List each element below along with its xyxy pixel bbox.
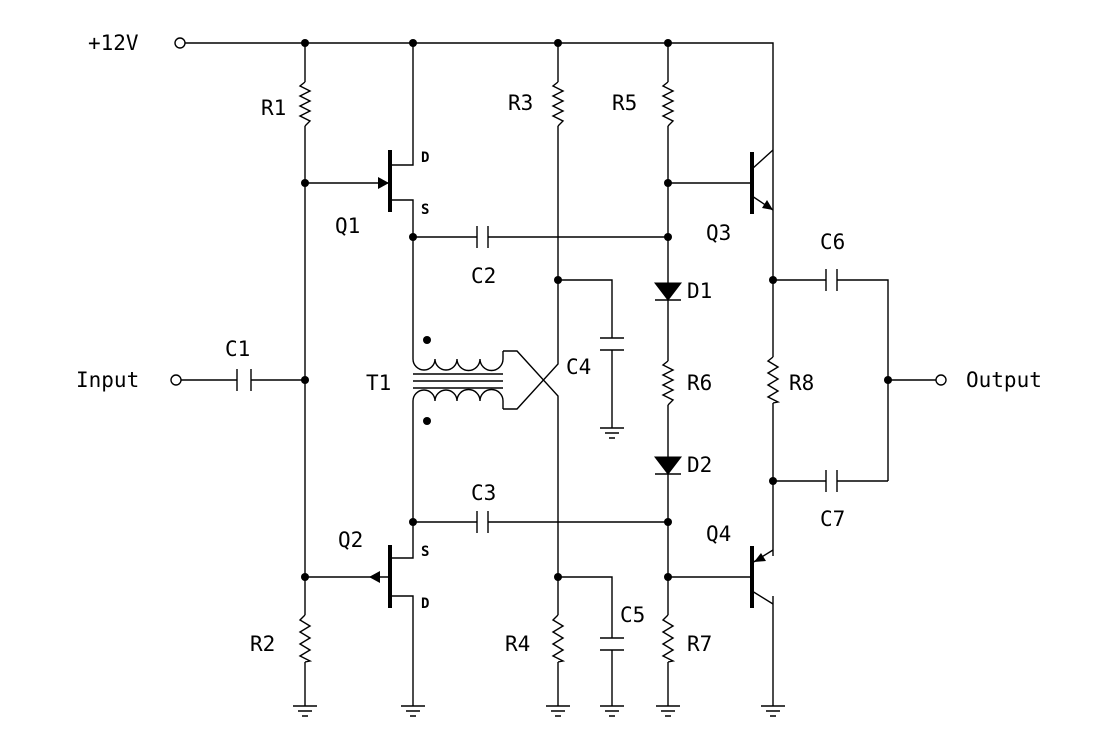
resistor-r1 <box>298 81 312 127</box>
label-r4: R4 <box>505 632 530 656</box>
resistor-r2 <box>298 614 313 663</box>
output-label: Output <box>966 368 1042 392</box>
label-q3: Q3 <box>706 221 731 245</box>
label-t1: T1 <box>366 371 391 395</box>
input-label: Input <box>76 368 139 392</box>
transistor-q2 <box>369 545 392 608</box>
capacitor-c3 <box>476 511 489 533</box>
capacitor-c6 <box>825 269 838 291</box>
resistor-r8 <box>766 356 781 404</box>
transformer-t1 <box>412 336 504 425</box>
q2-drain-pin: D <box>421 596 429 612</box>
diode-d2 <box>653 456 683 475</box>
label-r2: R2 <box>250 632 275 656</box>
transistor-q1 <box>378 150 392 212</box>
resistor-r4 <box>551 614 566 663</box>
transistor-q4 <box>750 546 774 608</box>
diode-d1 <box>653 282 683 301</box>
label-q4: Q4 <box>706 522 731 546</box>
label-r6: R6 <box>687 371 712 395</box>
q1-drain-pin: D <box>421 150 429 166</box>
capacitor-c5 <box>600 637 624 651</box>
capacitor-c1 <box>236 369 252 391</box>
label-r5: R5 <box>612 91 637 115</box>
supply-label: +12V <box>88 31 139 55</box>
label-r3: R3 <box>508 91 533 115</box>
input-terminal <box>170 374 182 386</box>
label-c2: C2 <box>471 264 496 288</box>
label-q2: Q2 <box>338 528 363 552</box>
wires <box>181 42 936 706</box>
label-c6: C6 <box>820 230 845 254</box>
ground-symbols <box>293 427 785 717</box>
resistor-r5 <box>661 81 675 127</box>
supply-terminal <box>174 37 186 49</box>
label-c1: C1 <box>225 337 250 361</box>
labels: +12V Input Output R1 R2 R3 R4 R5 R6 R7 R… <box>76 31 1042 656</box>
label-c7: C7 <box>820 507 845 531</box>
q1-source-pin: S <box>421 202 429 218</box>
label-r1: R1 <box>261 96 286 120</box>
capacitor-c2 <box>476 226 489 248</box>
label-r7: R7 <box>687 632 712 656</box>
resistor-r3 <box>551 81 565 127</box>
label-c4: C4 <box>566 355 591 379</box>
resistor-r6 <box>661 360 675 406</box>
capacitor-c7 <box>825 470 838 492</box>
junction-dots <box>301 39 892 581</box>
label-c3: C3 <box>471 481 496 505</box>
capacitor-c4 <box>600 337 624 351</box>
label-r8: R8 <box>789 371 814 395</box>
output-terminal <box>935 374 947 386</box>
label-d1: D1 <box>687 279 712 303</box>
label-q1: Q1 <box>335 214 360 238</box>
label-c5: C5 <box>620 603 645 627</box>
transistor-q3 <box>750 149 774 214</box>
label-d2: D2 <box>687 453 712 477</box>
resistor-r7 <box>661 614 676 663</box>
terminals <box>170 37 947 386</box>
q2-source-pin: S <box>421 544 429 560</box>
